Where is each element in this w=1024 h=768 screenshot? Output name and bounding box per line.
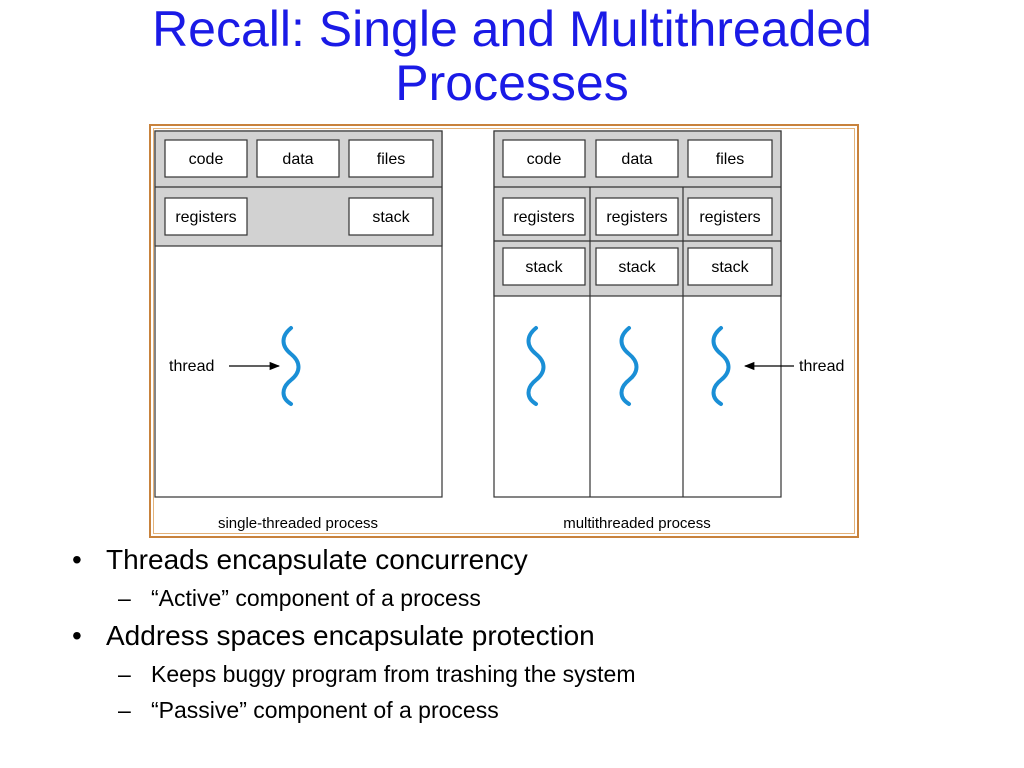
multi-stack-box-1 <box>502 247 586 286</box>
single-registers-box <box>164 197 248 236</box>
single-files-label: files <box>377 151 405 168</box>
single-data-box <box>256 139 340 178</box>
sub-bullet-active: “Active” component of a process <box>70 580 970 616</box>
multi-registers-label-1: registers <box>513 209 574 226</box>
diagram-inner-border <box>153 128 855 534</box>
multi-registers-box-3 <box>687 197 773 236</box>
multi-band-outline <box>493 130 782 297</box>
multi-stack-label-1: stack <box>525 259 563 276</box>
single-code-box <box>164 139 248 178</box>
single-code-label: code <box>189 151 224 168</box>
single-stack-box <box>348 197 434 236</box>
diagram-canvas: code data files registers stack thread s… <box>154 130 844 532</box>
title-line-2: Processes <box>395 55 629 111</box>
multi-thread-label: thread <box>799 358 844 375</box>
multi-data-box <box>595 139 679 178</box>
multi-stack-label-3: stack <box>711 259 749 276</box>
multi-registers-label-2: registers <box>606 209 667 226</box>
multi-files-box <box>687 139 773 178</box>
wavy-line-icon <box>526 326 546 406</box>
multithreaded-process: code data files registers registers regi… <box>493 130 844 532</box>
multi-data-label: data <box>621 151 652 168</box>
slide-title: Recall: Single and Multithreaded Process… <box>0 2 1024 110</box>
wavy-line-icon <box>619 326 639 406</box>
bullet-list: Threads encapsulate concurrency “Active”… <box>70 540 970 728</box>
multi-stack-box-2 <box>595 247 679 286</box>
single-registers-label: registers <box>175 209 236 226</box>
single-files-box <box>348 139 434 178</box>
wavy-line-icon <box>711 326 731 406</box>
multi-files-label: files <box>716 151 744 168</box>
multi-stack-label-2: stack <box>618 259 656 276</box>
multi-stack-box-3 <box>687 247 773 286</box>
multi-code-label: code <box>527 151 562 168</box>
multi-registers-label-3: registers <box>699 209 760 226</box>
multi-code-box <box>502 139 586 178</box>
single-stack-label: stack <box>372 209 410 226</box>
wavy-line-icon <box>281 326 301 406</box>
single-band-outline <box>154 130 443 247</box>
thread-diagram: code data files registers stack thread s… <box>149 124 859 538</box>
multi-registers-box-1 <box>502 197 586 236</box>
bullet-address-spaces: Address spaces encapsulate protection <box>70 616 970 656</box>
sub-bullet-passive: “Passive” component of a process <box>70 692 970 728</box>
bullet-threads: Threads encapsulate concurrency <box>70 540 970 580</box>
single-thread-label: thread <box>169 358 214 375</box>
single-threaded-process: code data files registers stack thread s… <box>154 130 443 532</box>
multi-registers-box-2 <box>595 197 679 236</box>
multithreaded-caption: multithreaded process <box>563 515 711 532</box>
single-data-label: data <box>282 151 313 168</box>
single-threaded-caption: single-threaded process <box>218 515 378 532</box>
sub-bullet-buggy: Keeps buggy program from trashing the sy… <box>70 656 970 692</box>
title-line-1: Recall: Single and Multithreaded <box>152 1 872 57</box>
